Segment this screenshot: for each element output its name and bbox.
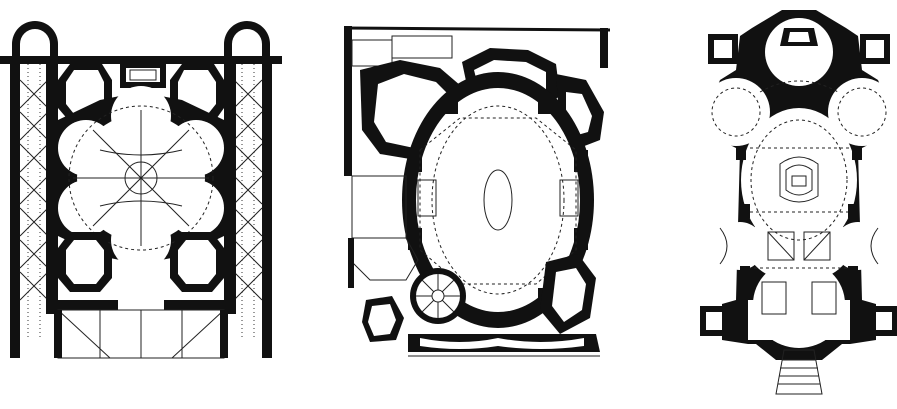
left-porch <box>57 309 225 359</box>
left-apse-arch-right <box>224 21 270 58</box>
left-apse-arch-left <box>12 21 58 58</box>
left-aisle-vaults <box>19 79 263 301</box>
right-entrance-stair <box>775 349 823 395</box>
middle-octagon-dash <box>419 117 577 285</box>
left-outer-wall-left <box>10 58 20 358</box>
right-central-motif <box>779 156 819 203</box>
left-porch-pier-l <box>54 310 62 358</box>
middle-room-b <box>391 35 453 59</box>
middle-top-boundary <box>343 26 611 32</box>
middle-oval-dash <box>431 105 565 295</box>
plan-right <box>700 10 897 395</box>
middle-side-altar-l <box>417 179 437 217</box>
middle-right-wall <box>600 28 608 68</box>
middle-stair-treads <box>416 274 460 318</box>
right-nave-piers <box>736 146 862 278</box>
middle-inner-oval <box>483 169 513 231</box>
right-interior <box>702 18 896 348</box>
middle-left-wall <box>344 26 352 176</box>
middle-room-a <box>351 39 393 67</box>
left-outer-wall-right <box>262 58 272 358</box>
left-porch-pier-r <box>220 310 228 358</box>
left-top-wall <box>0 56 282 64</box>
right-vault-dashes <box>711 80 887 269</box>
left-dome-ribs <box>73 110 209 246</box>
plan-left <box>0 21 282 359</box>
plan-middle <box>343 26 611 357</box>
left-dome-outline <box>68 105 214 251</box>
middle-side-altar-r <box>559 179 579 217</box>
right-corner-towers <box>700 34 897 336</box>
right-nave-boxes <box>761 281 837 315</box>
left-inner-pier-left <box>46 64 58 314</box>
middle-room-c <box>351 175 407 239</box>
right-side-lobes <box>719 227 879 265</box>
left-inner-pier-right <box>224 64 236 314</box>
